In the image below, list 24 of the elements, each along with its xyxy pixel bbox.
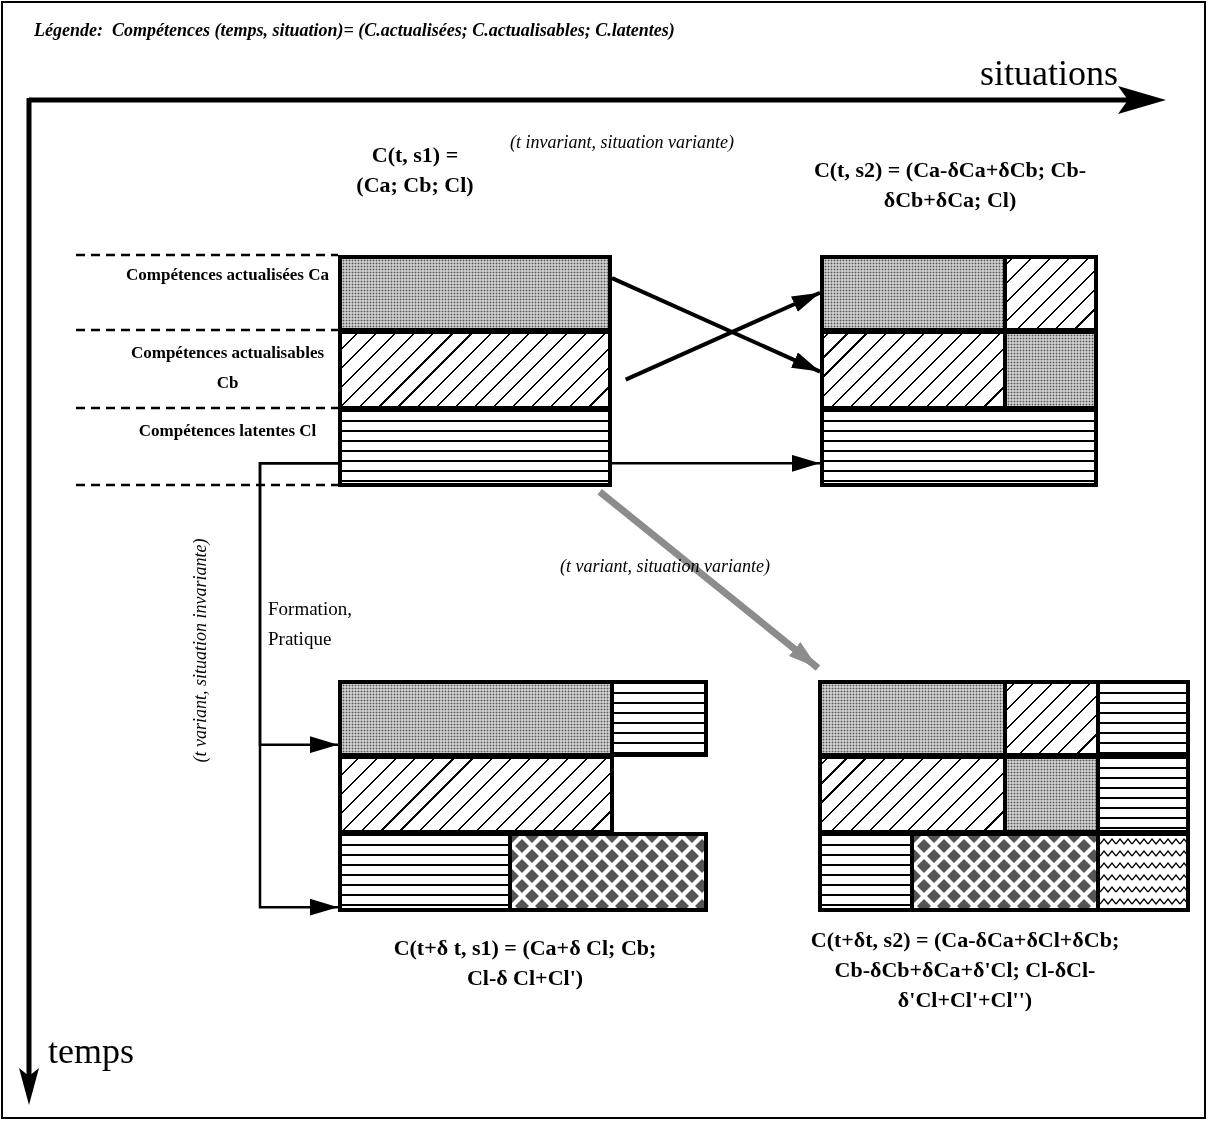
pattern-cell: [820, 408, 1098, 487]
pattern-cell: [338, 755, 614, 834]
arrow: [611, 276, 821, 374]
axis-label: situations: [980, 52, 1118, 94]
pattern-cell: [338, 255, 612, 332]
row-label: Compétences actualisées Ca: [125, 264, 330, 286]
row-label: Compétences actualisables Cb: [129, 342, 326, 394]
legend-text: Légende: Compétences (temps, situation)= (C.actualisées; C.actualisables; C.latentes): [34, 20, 675, 41]
annotation-text: (t invariant, situation variante): [510, 132, 734, 153]
annotation-text: (t variant, situation invariante): [189, 537, 211, 765]
formula-text: C(t+δt, s2) = (Ca-δCa+δCl+δCb; Cb-δCb+δCa+δ'Cl; Cl-δCl-δ'Cl+Cl'+Cl''): [809, 926, 1121, 1014]
axis-label: temps: [48, 1030, 134, 1072]
pattern-cell: [338, 408, 612, 487]
arrow: [612, 454, 820, 472]
arrow: [258, 462, 338, 916]
arrow: [597, 489, 821, 671]
arrow: [624, 290, 821, 382]
formula-text: C(t, s2) = (Ca-δCa+δCb; Cb-δCb+δCa; Cl): [812, 156, 1088, 214]
formula-text: C(t+δ t, s1) = (Ca+δ Cl; Cb; Cl-δ Cl+Cl'): [392, 934, 658, 992]
formula-text: C(t, s1) = (Ca; Cb; Cl): [355, 141, 475, 199]
pattern-cell: [338, 330, 612, 410]
row-label: Compétences latentes Cl: [137, 420, 318, 442]
edge-label: (t variant, situation variante): [560, 556, 770, 577]
edge-label: Formation, Pratique: [268, 597, 353, 651]
